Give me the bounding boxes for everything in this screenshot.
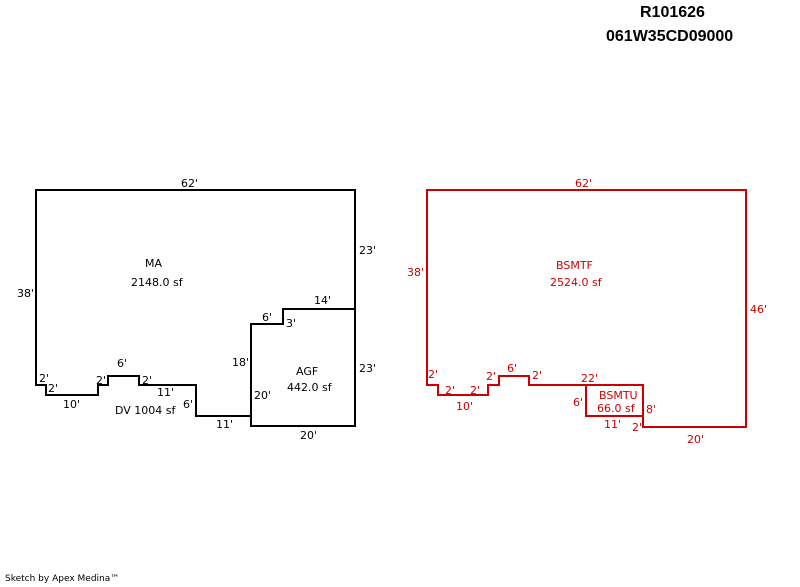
bsmtf-size: 2524.0 sf (550, 276, 603, 289)
dim-agf-inner: 20' (254, 389, 271, 402)
dim-top: 62' (575, 177, 592, 190)
bsmtu-outline (586, 384, 644, 416)
dv-label: DV 1004 sf (115, 404, 177, 417)
dim-bsmtu-top: 22' (581, 372, 598, 385)
dim-agf-bottom: 20' (300, 429, 317, 442)
bsmtf-outline (426, 189, 747, 428)
dim-left: 38' (17, 287, 34, 300)
dim-notch-bottom: 2' (48, 382, 58, 395)
dim-notch-bottom: 2' (445, 384, 455, 397)
bsmtf-name: BSMTF (556, 259, 593, 272)
dim-agf-step-top: 14' (314, 294, 331, 307)
dim-bottom-10: 10' (63, 398, 80, 411)
dim-bottom-10: 10' (456, 400, 473, 413)
dim-bsmtu-left: 6' (573, 396, 583, 409)
left-sketch: MA 2148.0 sf AGF 442.0 sf DV 1004 sf 62'… (17, 177, 376, 442)
dim-bsmtu-corner: 2' (632, 421, 642, 434)
dim-agf-step-h: 3' (286, 317, 296, 330)
ma-size: 2148.0 sf (131, 276, 184, 289)
dim-bump-left: 2' (486, 370, 496, 383)
agf-size: 442.0 sf (287, 381, 333, 394)
ma-name: MA (145, 257, 162, 270)
dim-bottom-11-lower: 11' (216, 418, 233, 431)
dim-bottom-20: 20' (687, 433, 704, 446)
dim-bsmtu-right: 8' (646, 403, 656, 416)
dim-bump-top: 6' (507, 362, 517, 375)
parcel-id: R101626 (640, 4, 705, 21)
dim-right-upper: 23' (359, 244, 376, 257)
dim-bump-top: 6' (117, 357, 127, 370)
dim-bump-right: 2' (532, 369, 542, 382)
dim-notch-side: 2' (428, 368, 438, 381)
dim-agf-left: 18' (232, 356, 249, 369)
dim-top: 62' (181, 177, 198, 190)
dim-right-lower: 23' (359, 362, 376, 375)
dim-notch-side: 2' (39, 372, 49, 385)
ma-outline (35, 189, 356, 427)
bsmtu-size: 66.0 sf (597, 402, 636, 415)
dim-bottom-11-upper: 11' (157, 386, 174, 399)
dim-step-2: 2' (470, 384, 480, 397)
dim-agf-step-w: 6' (262, 311, 272, 324)
bsmtu-name: BSMTU (599, 389, 638, 402)
agf-outline (250, 308, 355, 416)
sketch-credit: Sketch by Apex Medina™ (5, 574, 120, 584)
dim-bump-right: 2' (142, 374, 152, 387)
agf-name: AGF (296, 365, 318, 378)
map-number: 061W35CD09000 (606, 28, 734, 45)
dim-bump-left: 2' (96, 374, 106, 387)
dim-right: 46' (750, 303, 767, 316)
dim-drop-6: 6' (183, 398, 193, 411)
dim-bsmtu-bottom: 11' (604, 418, 621, 431)
right-sketch: BSMTF 2524.0 sf BSMTU 66.0 sf 62' 38' 46… (407, 177, 767, 446)
dim-left: 38' (407, 266, 424, 279)
